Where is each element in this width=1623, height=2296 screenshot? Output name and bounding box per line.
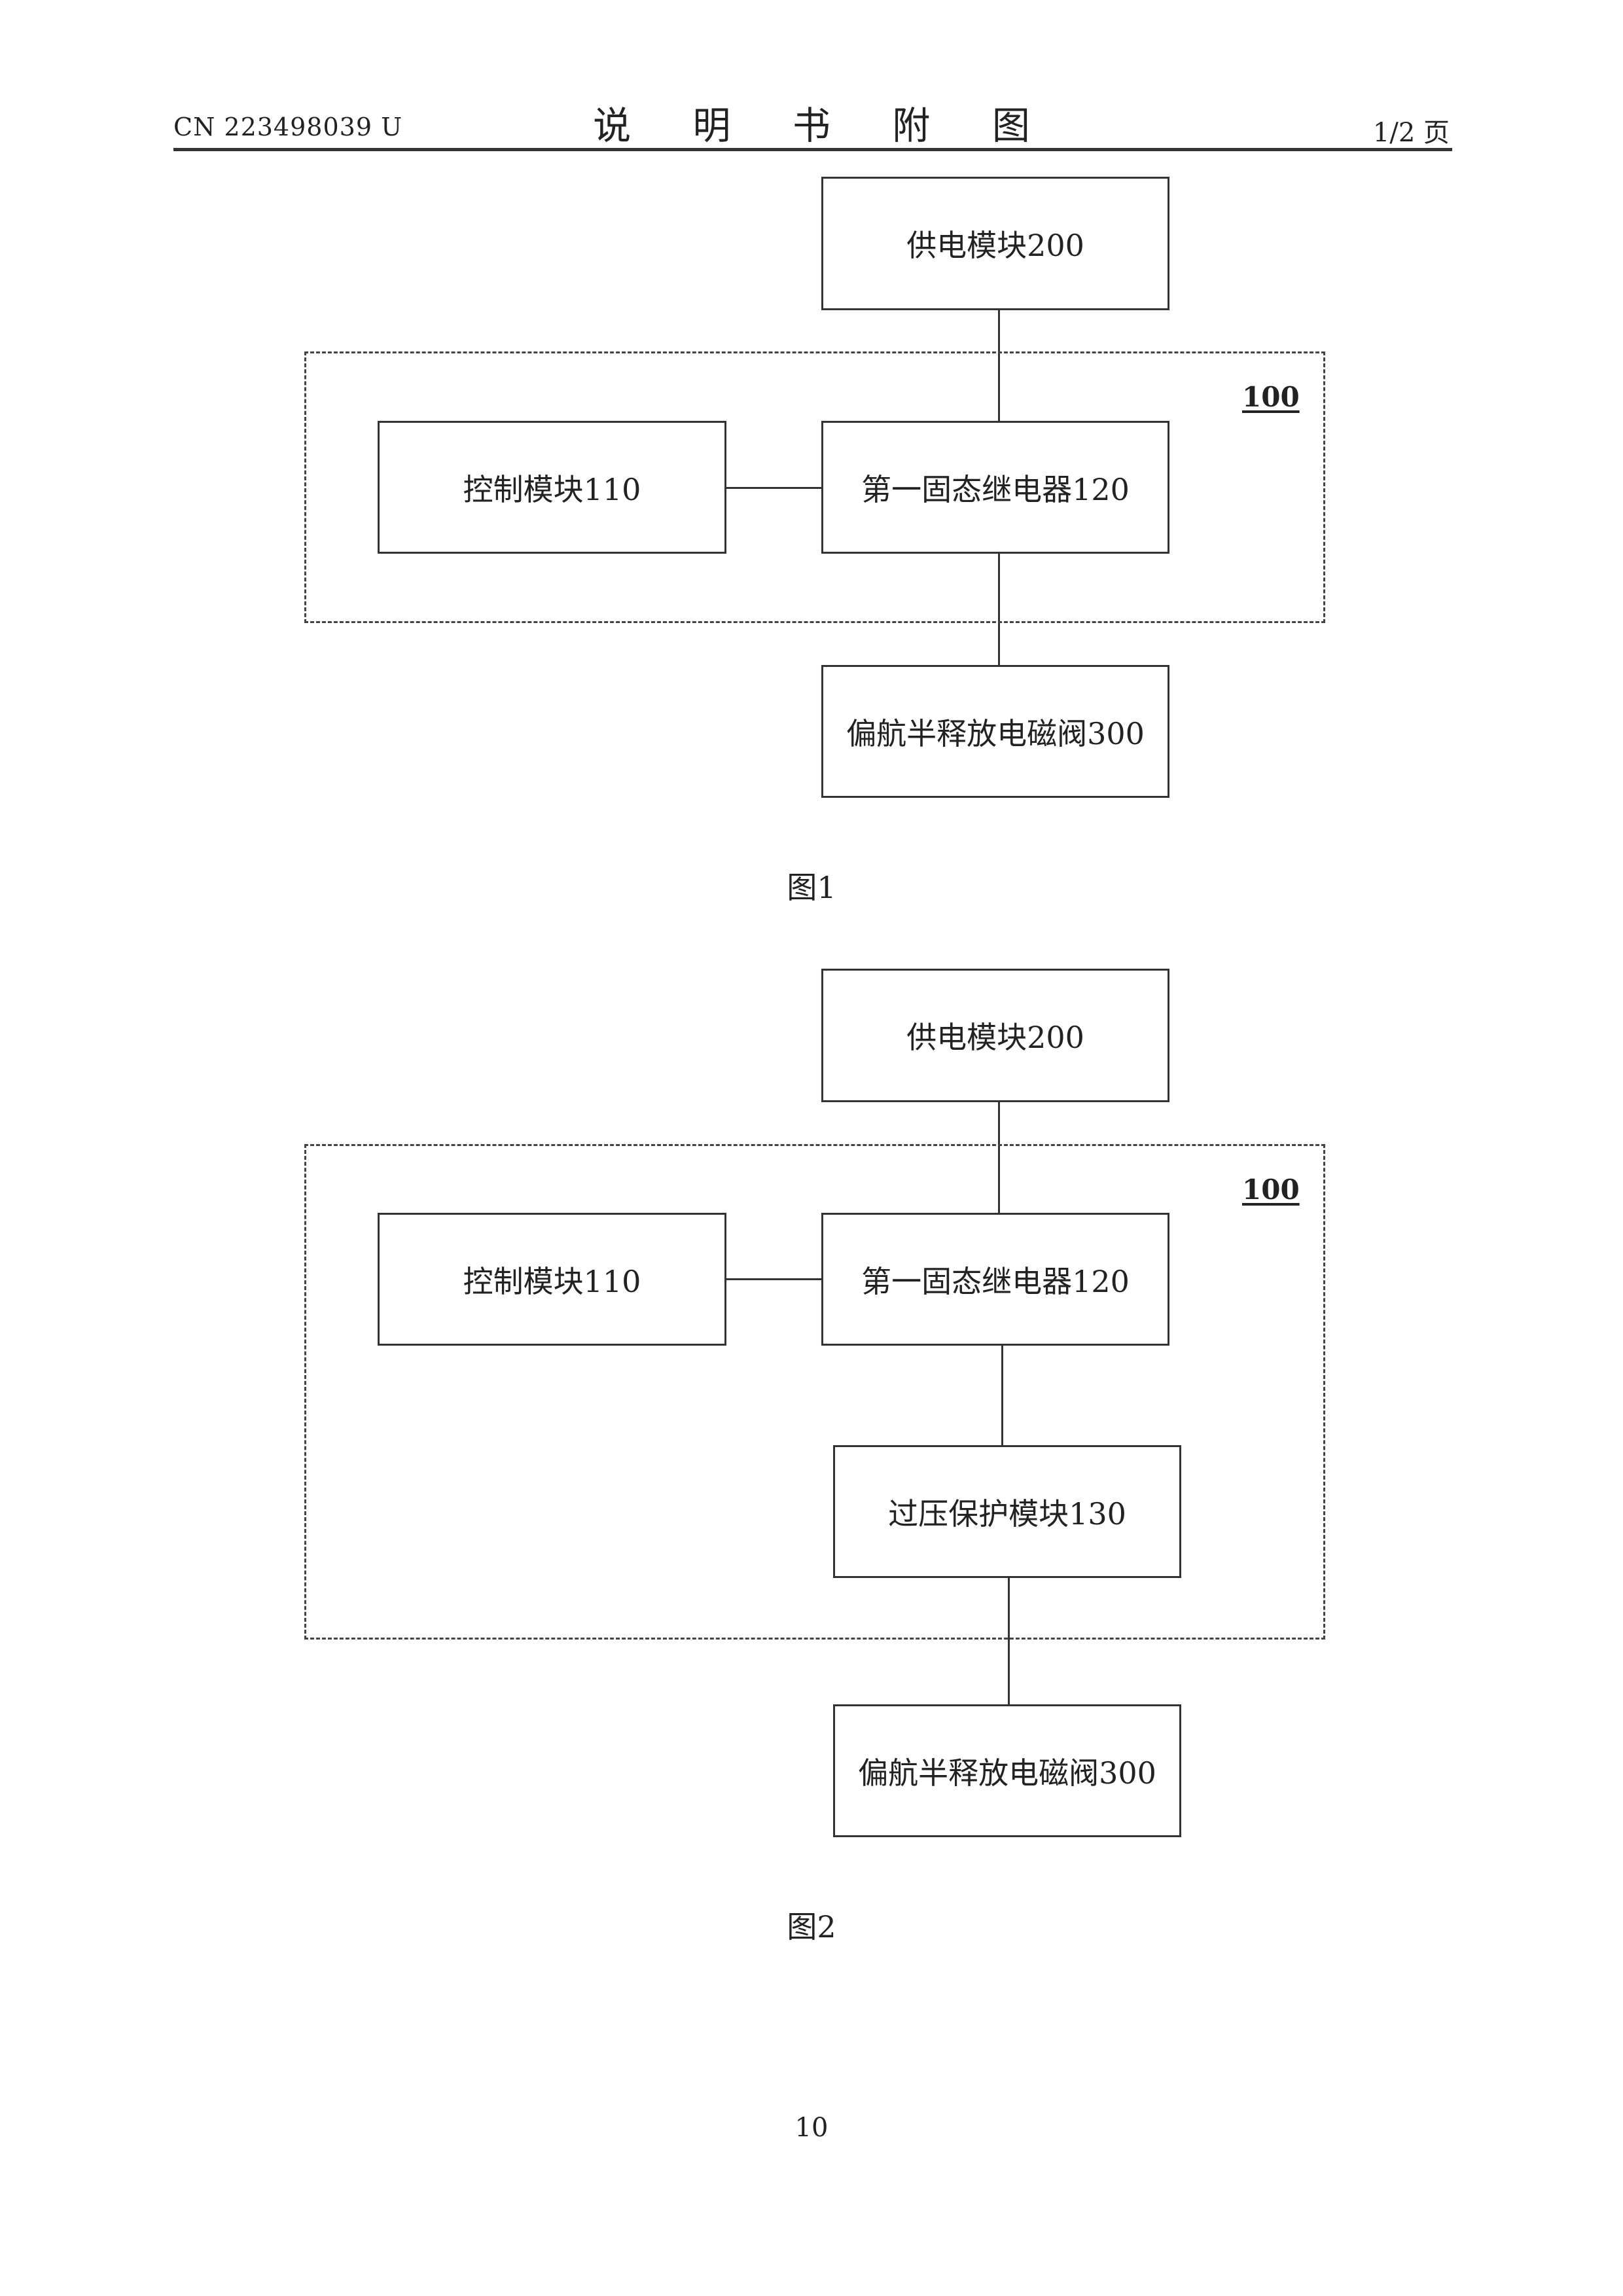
fig1-relay-box: 第一固态继电器120 <box>821 421 1169 554</box>
header-rule <box>173 148 1452 151</box>
fig2-group-label: 100 <box>1242 1174 1300 1206</box>
fig2-control-module-box: 控制模块110 <box>378 1213 726 1346</box>
fig2-power-module-box: 供电模块200 <box>821 969 1169 1102</box>
fig2-caption: 图2 <box>0 1903 1623 1946</box>
fig1-caption: 图1 <box>0 864 1623 907</box>
fig2-relay-box: 第一固态继电器120 <box>821 1213 1169 1346</box>
fig1-power-module-box: 供电模块200 <box>821 177 1169 310</box>
page-indicator: 1/2 页 <box>1373 111 1450 149</box>
fig1-control-module-box: 控制模块110 <box>378 421 726 554</box>
fig2-solenoid-valve-box: 偏航半释放电磁阀300 <box>833 1704 1181 1837</box>
fig1-solenoid-valve-box: 偏航半释放电磁阀300 <box>821 665 1169 798</box>
fig2-overvoltage-protection-box: 过压保护模块130 <box>833 1445 1181 1578</box>
page-number: 10 <box>0 2113 1623 2143</box>
fig1-group-label: 100 <box>1242 381 1300 413</box>
